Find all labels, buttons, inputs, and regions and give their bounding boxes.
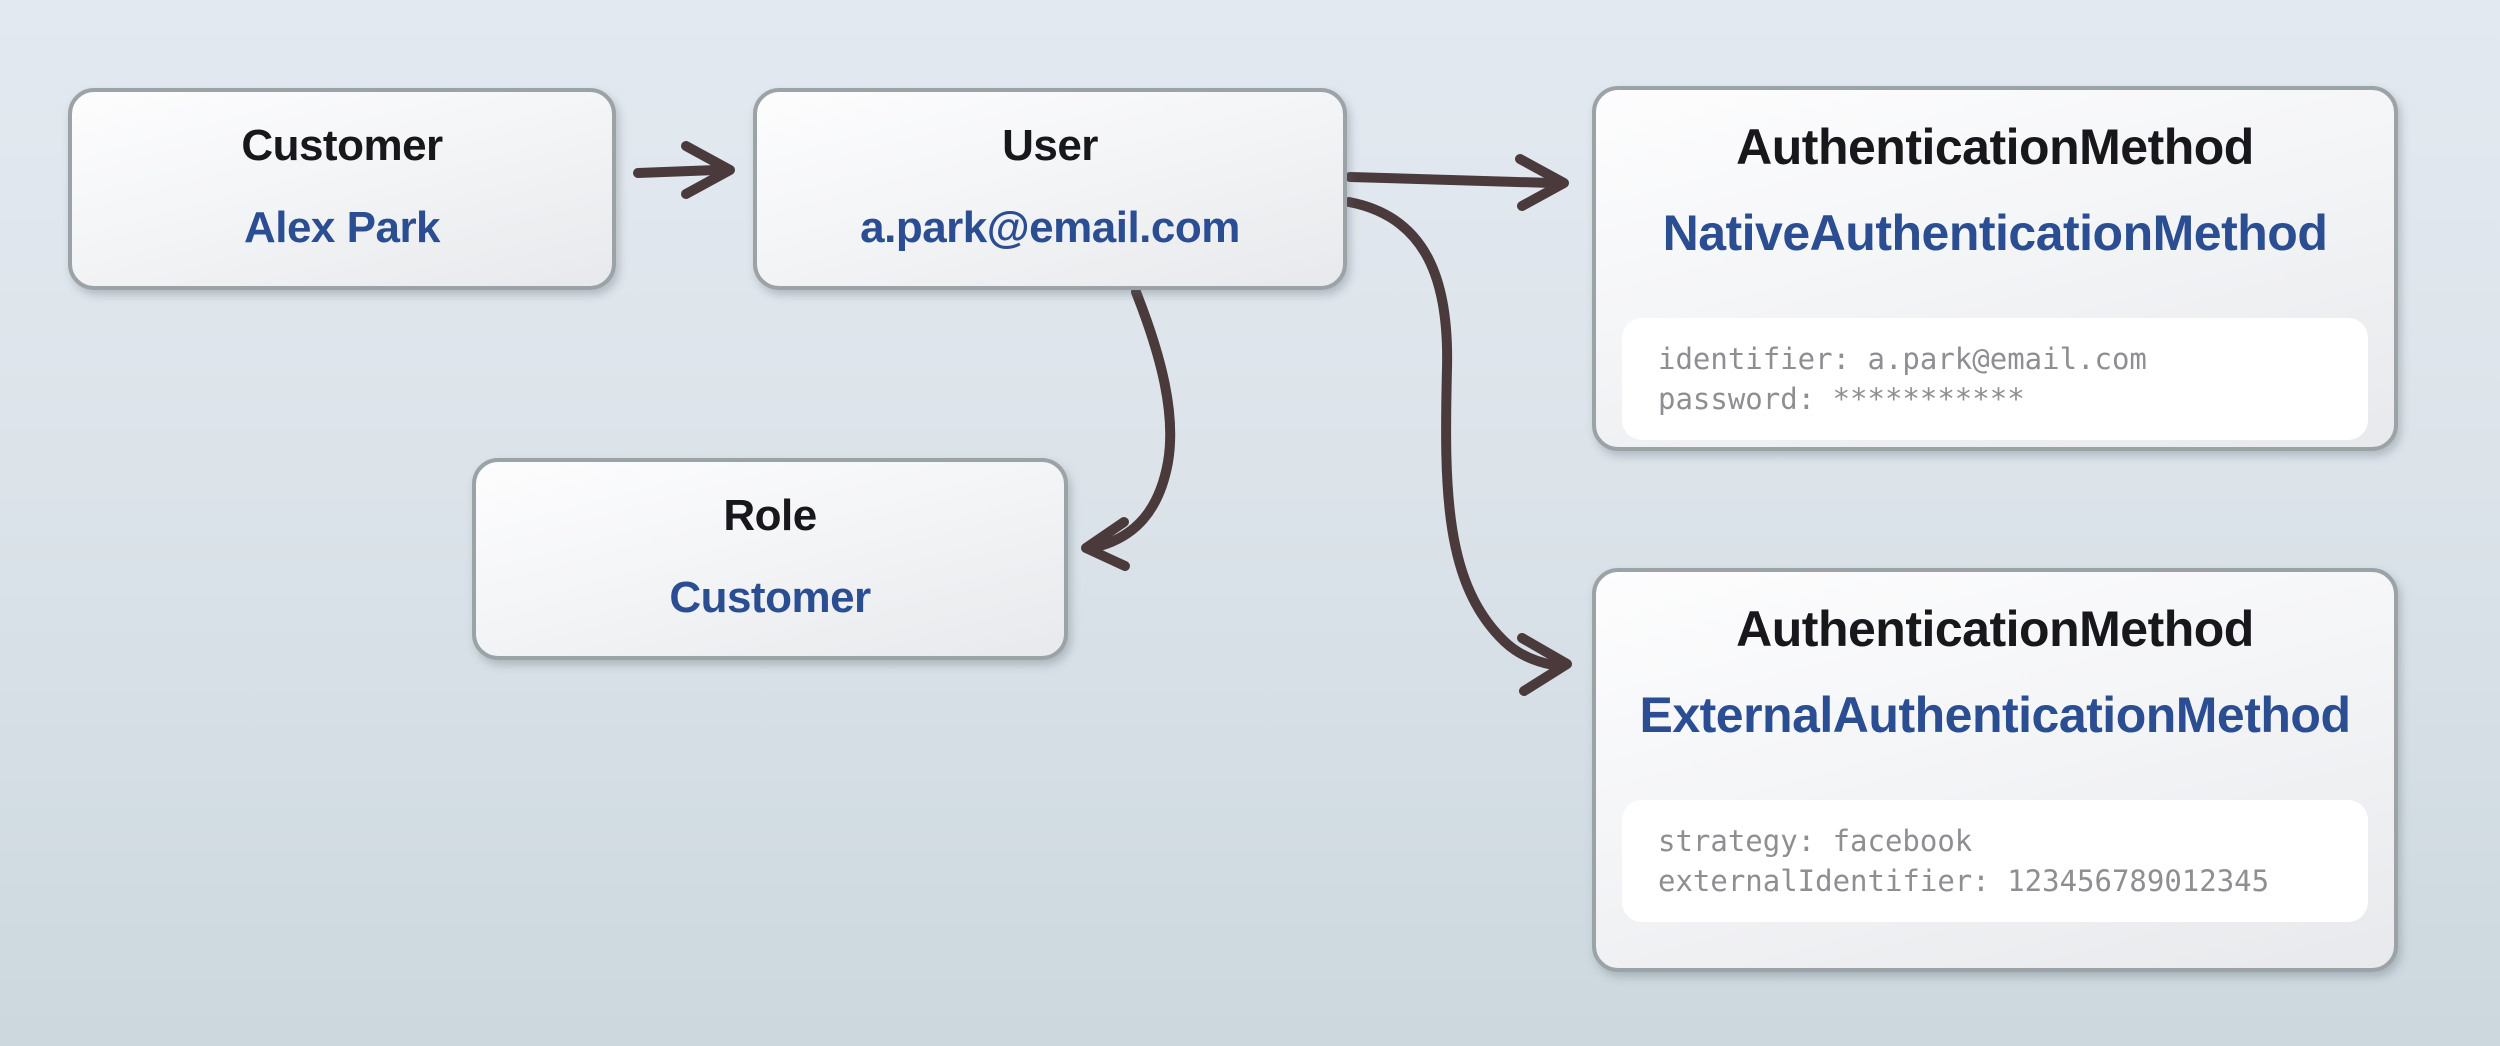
edge-user-to-role-shaft	[1095, 287, 1176, 551]
attribute-identifier: identifier: a.park@email.com	[1658, 342, 2147, 376]
edge-user-to-native-auth-shaft	[1345, 172, 1557, 188]
attribute-strategy: strategy: facebook	[1658, 824, 1973, 858]
node-customer: Customer Alex Park	[68, 88, 616, 290]
edge-user-to-native-auth	[1345, 154, 1569, 211]
native-auth-attributes-panel: identifier: a.park@email.com password: *…	[1622, 318, 2368, 440]
edge-customer-to-user	[633, 141, 735, 199]
node-role-value: Customer	[669, 573, 871, 622]
node-external-auth-value: ExternalAuthenticationMethod	[1639, 687, 2351, 743]
node-native-auth-title: AuthenticationMethod	[1736, 119, 2254, 175]
node-user-value: a.park@email.com	[860, 203, 1240, 252]
node-customer-value: Alex Park	[243, 203, 441, 252]
attribute-external-identifier: externalIdentifier: 123456789012345	[1658, 864, 2270, 898]
arrowhead-right-icon	[1515, 154, 1569, 211]
edge-user-to-external-auth	[1344, 197, 1572, 696]
node-external-auth-title: AuthenticationMethod	[1736, 601, 2254, 657]
attribute-password: password: ***********	[1658, 382, 2025, 416]
node-role: Role Customer	[472, 458, 1068, 660]
node-user-title: User	[1002, 121, 1098, 170]
edge-user-to-external-auth-shaft	[1344, 197, 1558, 670]
arrowhead-right-icon	[681, 141, 735, 199]
node-customer-title: Customer	[241, 121, 443, 170]
node-external-authentication-method: AuthenticationMethod ExternalAuthenticat…	[1592, 568, 2398, 972]
edge-user-to-role	[1081, 287, 1176, 571]
node-native-authentication-method: AuthenticationMethod NativeAuthenticatio…	[1592, 86, 2398, 451]
external-auth-attributes-panel: strategy: facebook externalIdentifier: 1…	[1622, 800, 2368, 922]
arrowhead-right-icon	[1517, 633, 1572, 696]
edge-customer-to-user-shaft	[633, 165, 721, 178]
node-role-title: Role	[723, 491, 817, 540]
node-user: User a.park@email.com	[753, 88, 1347, 290]
node-native-auth-value: NativeAuthenticationMethod	[1662, 205, 2328, 261]
arrowhead-left-icon	[1081, 517, 1130, 571]
